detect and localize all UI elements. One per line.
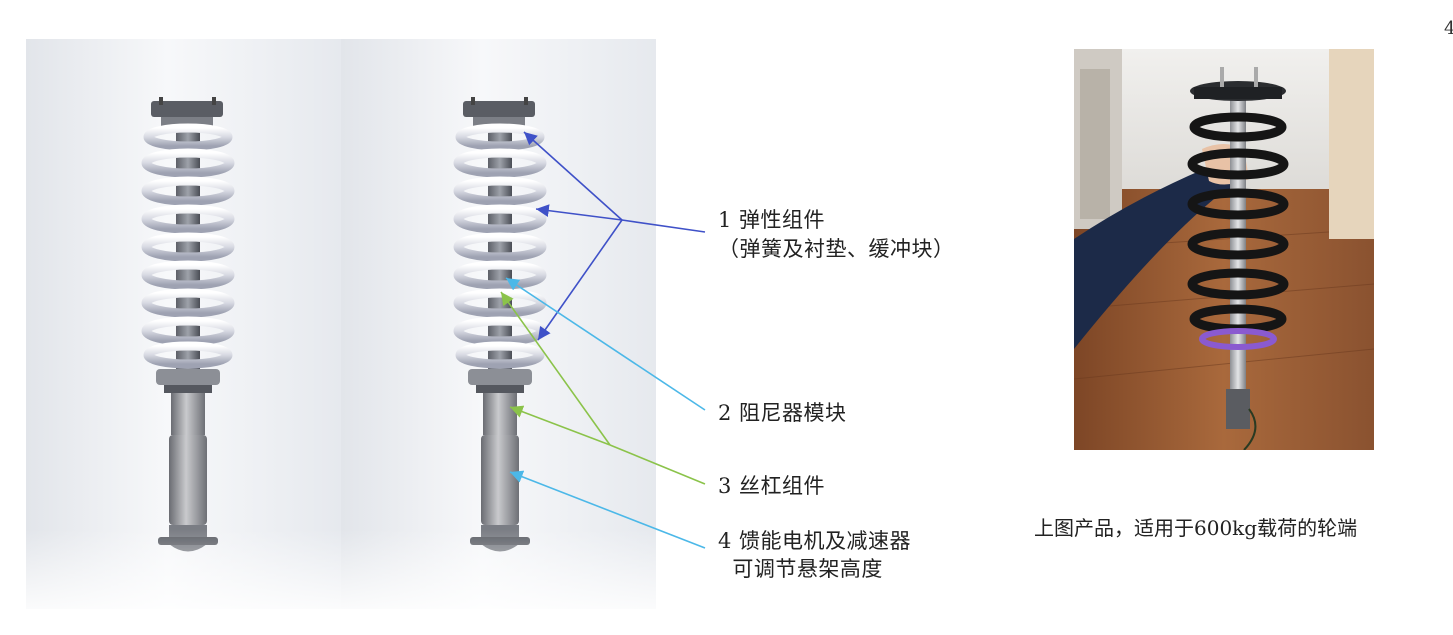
photo-caption: 上图产品，适用于600kg载荷的轮端 xyxy=(1034,516,1358,540)
top-mount xyxy=(151,101,223,117)
page-corner-mark: 4 xyxy=(1444,18,1453,39)
callout-1-title: 1 弹性组件 xyxy=(718,208,826,232)
leader-lines-elastic xyxy=(523,131,706,341)
product-photo-illustration xyxy=(1074,49,1374,450)
render-panel-annotated xyxy=(341,39,656,609)
leader-line-damper xyxy=(505,277,706,411)
motor-housing xyxy=(169,435,207,525)
render-panel-front xyxy=(26,39,341,609)
leader-line-motor xyxy=(509,470,706,549)
callout-1-subtitle: （弹簧及衬垫、缓冲块） xyxy=(718,237,955,261)
coil-spring xyxy=(141,123,235,369)
callout-4-subtitle: 可调节悬架高度 xyxy=(718,557,883,581)
render-floor-reflection xyxy=(26,529,341,609)
screw-housing xyxy=(171,393,205,435)
shock-absorber-render-right xyxy=(453,97,547,552)
leader-lines-screw xyxy=(500,291,706,485)
callout-2-title: 2 阻尼器模块 xyxy=(718,401,847,425)
product-photo xyxy=(1074,49,1374,450)
shock-absorber-render-left xyxy=(141,97,235,552)
callout-3-title: 3 丝杠组件 xyxy=(718,474,826,498)
callout-4-title: 4 馈能电机及减速器 xyxy=(718,529,912,553)
render-floor-reflection xyxy=(341,529,656,609)
